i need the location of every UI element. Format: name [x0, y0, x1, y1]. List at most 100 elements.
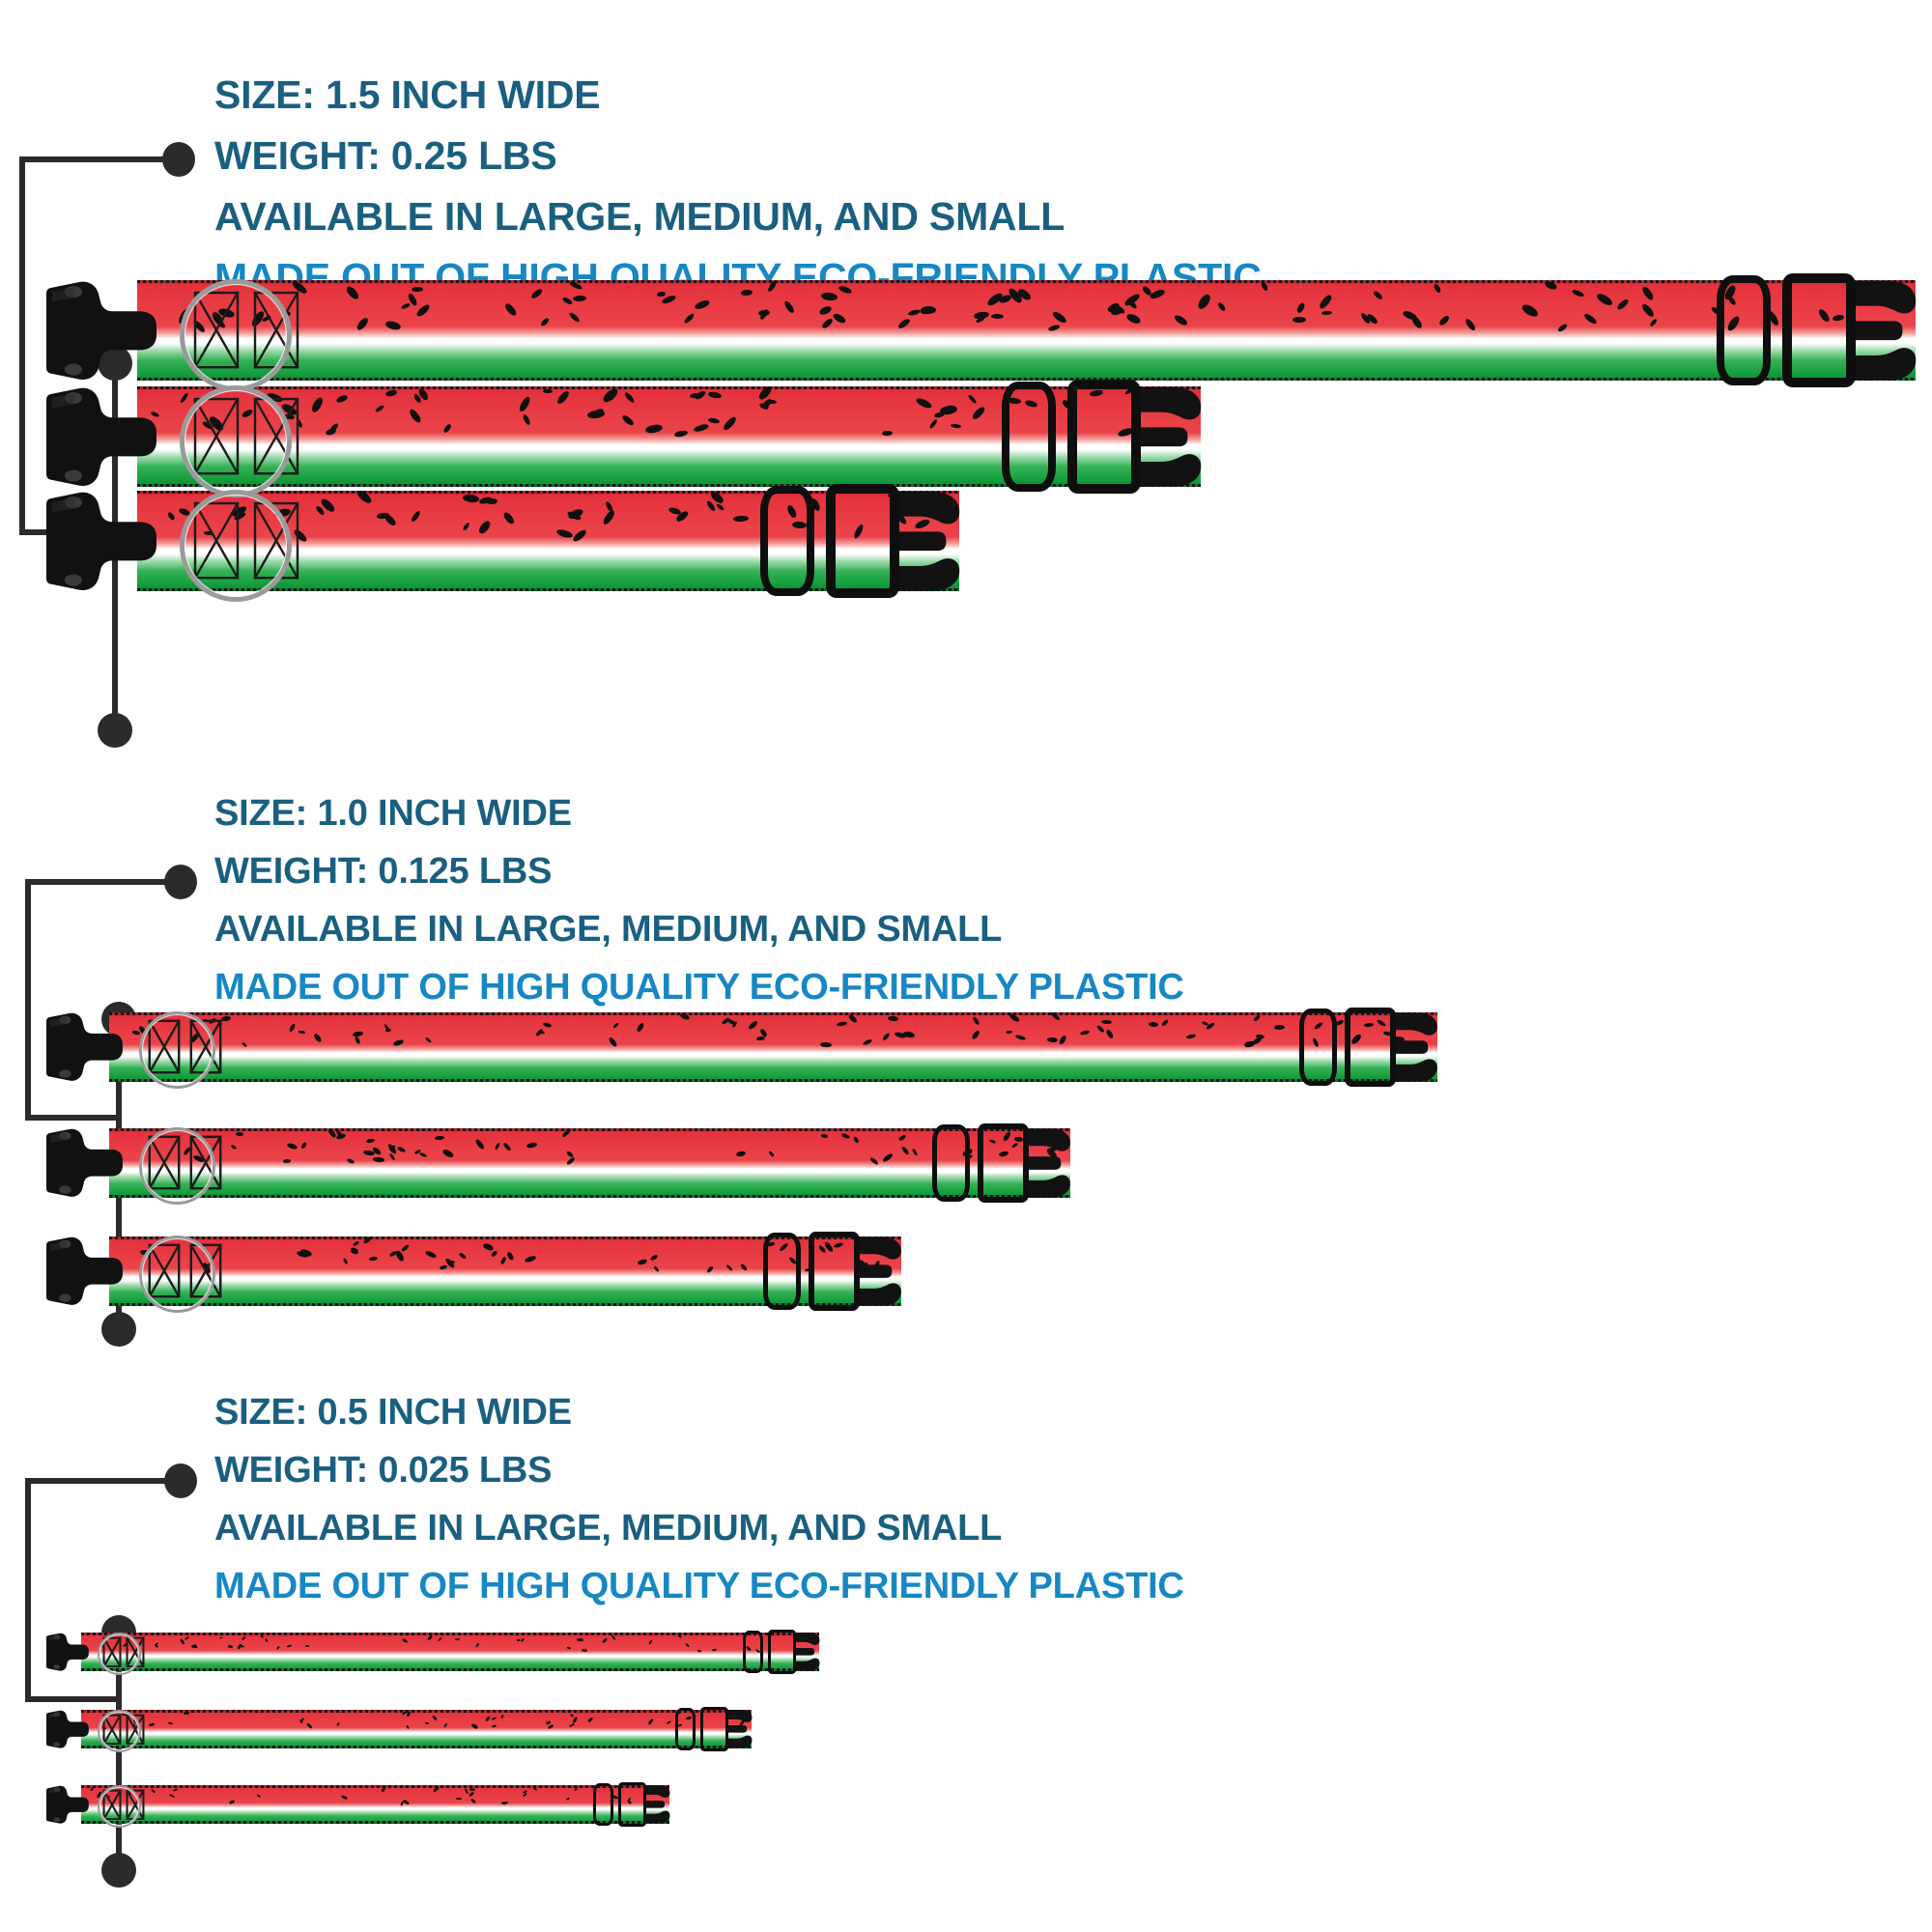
side-release-buckle-female[interactable]: [46, 1630, 90, 1674]
watermelon-seed: [228, 1645, 234, 1649]
side-release-buckle-female[interactable]: [46, 379, 160, 496]
watermelon-seed: [1321, 310, 1332, 316]
d-ring[interactable]: [98, 1784, 142, 1829]
leader-dot-bottom-1: [98, 713, 132, 748]
watermelon-seed: [442, 422, 453, 434]
side-release-buckle-male[interactable]: [1345, 1007, 1397, 1088]
watermelon-seed: [674, 429, 689, 439]
watermelon-seed: [276, 1646, 280, 1651]
watermelon-seed: [265, 1637, 269, 1642]
collar-group-1-0-inch-large[interactable]: [46, 1007, 1438, 1089]
collar-group-1-5-inch-small[interactable]: [46, 483, 960, 603]
watermelon-seed: [683, 311, 696, 325]
watermelon-seed: [524, 1254, 537, 1263]
watermelon-seed: [516, 1639, 521, 1642]
spec-weight-1-0: WEIGHT: 0.125 LBS: [214, 851, 553, 892]
side-release-buckle-male[interactable]: [767, 1630, 797, 1674]
watermelon-seed: [362, 1236, 373, 1245]
watermelon-seed: [684, 1642, 690, 1648]
collar-group-1-0-inch-small[interactable]: [46, 1231, 902, 1313]
buckle-prongs: [895, 484, 961, 599]
side-release-buckle-male[interactable]: [809, 1231, 861, 1312]
watermelon-seed: [693, 298, 711, 311]
watermelon-seed: [410, 509, 422, 524]
tri-glide-slider[interactable]: [932, 1124, 971, 1202]
watermelon-seed: [455, 1798, 462, 1801]
watermelon-seed: [242, 1041, 248, 1048]
watermelon-seed: [408, 407, 423, 424]
watermelon-seed: [529, 287, 544, 300]
collar-webbing: [81, 1785, 669, 1824]
tri-glide-slider[interactable]: [1299, 1009, 1338, 1086]
watermelon-seed: [506, 1251, 516, 1262]
side-release-buckle-female[interactable]: [46, 272, 160, 389]
watermelon-seed: [547, 1723, 554, 1730]
watermelon-seed: [900, 1145, 910, 1156]
watermelon-seed: [300, 1142, 307, 1150]
tri-glide-slider[interactable]: [1717, 274, 1771, 386]
d-ring[interactable]: [98, 1632, 142, 1676]
d-ring[interactable]: [138, 1011, 216, 1089]
spec-material-0-5: MADE OUT OF HIGH QUALITY ECO-FRIENDLY PL…: [214, 1566, 1184, 1606]
watermelon-seed: [500, 1801, 508, 1804]
watermelon-seed: [1058, 1034, 1067, 1045]
watermelon-seed: [568, 310, 582, 324]
side-release-buckle-female[interactable]: [46, 1231, 126, 1312]
collar-group-1-5-inch-medium[interactable]: [46, 379, 1202, 498]
side-release-buckle-female[interactable]: [46, 1122, 126, 1204]
watermelon-seed: [1048, 324, 1061, 332]
watermelon-seed: [1217, 300, 1227, 311]
d-ring[interactable]: [138, 1127, 216, 1205]
watermelon-seed: [967, 394, 978, 405]
watermelon-seed: [1105, 1028, 1115, 1039]
d-ring[interactable]: [180, 489, 293, 603]
side-release-buckle-male[interactable]: [978, 1122, 1030, 1204]
side-release-buckle-male[interactable]: [1067, 379, 1141, 495]
side-release-buckle-male[interactable]: [699, 1707, 729, 1751]
side-release-buckle-female[interactable]: [46, 483, 160, 600]
watermelon-seed: [1556, 323, 1569, 333]
tri-glide-slider[interactable]: [674, 1708, 696, 1750]
d-ring[interactable]: [180, 278, 293, 392]
watermelon-seed: [707, 417, 721, 424]
side-release-buckle-male[interactable]: [1782, 272, 1856, 388]
collar-group-1-0-inch-medium[interactable]: [46, 1122, 1071, 1205]
watermelon-seed: [394, 1249, 406, 1263]
side-release-buckle-male[interactable]: [617, 1782, 647, 1827]
watermelon-seed: [656, 291, 667, 298]
watermelon-seed: [1080, 1029, 1092, 1037]
tri-glide-slider[interactable]: [742, 1631, 764, 1673]
collar-group-1-5-inch-large[interactable]: [46, 272, 1917, 392]
watermelon-seed: [707, 390, 723, 399]
watermelon-seed: [354, 1036, 361, 1045]
collar-group-0-5-inch-medium[interactable]: [46, 1707, 753, 1753]
watermelon-seed: [818, 304, 833, 317]
side-release-buckle-male[interactable]: [826, 483, 899, 599]
tri-glide-slider[interactable]: [592, 1783, 614, 1826]
watermelon-seed: [1148, 1021, 1158, 1027]
tri-glide-slider[interactable]: [1002, 381, 1056, 493]
watermelon-seed: [313, 1033, 324, 1044]
side-release-buckle-female[interactable]: [46, 1707, 90, 1751]
d-ring[interactable]: [138, 1236, 216, 1313]
watermelon-seed: [304, 1645, 310, 1648]
watermelon-seed: [485, 1716, 492, 1722]
d-ring[interactable]: [180, 384, 293, 498]
watermelon-seed: [491, 1717, 497, 1721]
watermelon-seed: [971, 404, 987, 421]
watermelon-seed: [340, 1794, 349, 1801]
leader-bottom-horizontal-2: [25, 1115, 122, 1121]
d-ring[interactable]: [98, 1709, 142, 1753]
watermelon-seed: [242, 1635, 246, 1641]
collar-group-0-5-inch-small[interactable]: [46, 1782, 670, 1829]
watermelon-seed: [1463, 317, 1477, 332]
side-release-buckle-female[interactable]: [46, 1782, 90, 1827]
watermelon-seed: [820, 1041, 833, 1047]
tri-glide-slider[interactable]: [763, 1233, 802, 1310]
collar-group-0-5-inch-large[interactable]: [46, 1630, 820, 1676]
watermelon-seed: [256, 1793, 261, 1798]
watermelon-seed: [288, 1022, 296, 1033]
watermelon-seed: [1185, 1033, 1196, 1039]
side-release-buckle-female[interactable]: [46, 1007, 126, 1088]
tri-glide-slider[interactable]: [760, 485, 814, 597]
